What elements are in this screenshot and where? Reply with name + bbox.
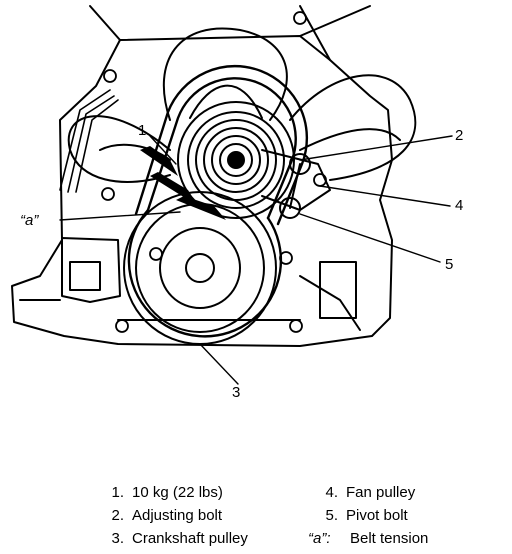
callout-a: “a” (20, 212, 39, 229)
leader-lines (59, 135, 453, 385)
fan-pulley (177, 101, 295, 219)
legend-item-1: 1.10 kg (22 lbs) (111, 484, 223, 501)
legend-item-4: 4.Fan pulley (325, 484, 416, 501)
callout-2: 2 (455, 127, 464, 144)
legend-item-a: “a”:Belt tension (308, 530, 429, 547)
callout-5: 5 (445, 256, 454, 273)
legend-item-5: 5.Pivot bolt (325, 507, 408, 524)
legend-item-3: 3.Crankshaft pulley (111, 530, 248, 547)
engine-block (11, 5, 393, 347)
drive-belt (127, 64, 309, 338)
legend-item-2: 2.Adjusting bolt (111, 507, 223, 524)
hoses (59, 89, 119, 193)
force-arrows (140, 146, 226, 220)
callout-3: 3 (232, 384, 241, 401)
callout-1: 1 (138, 122, 147, 139)
engine-belt-diagram (11, 5, 453, 385)
adjusting-bracket (261, 149, 331, 219)
callout-4: 4 (455, 197, 464, 214)
